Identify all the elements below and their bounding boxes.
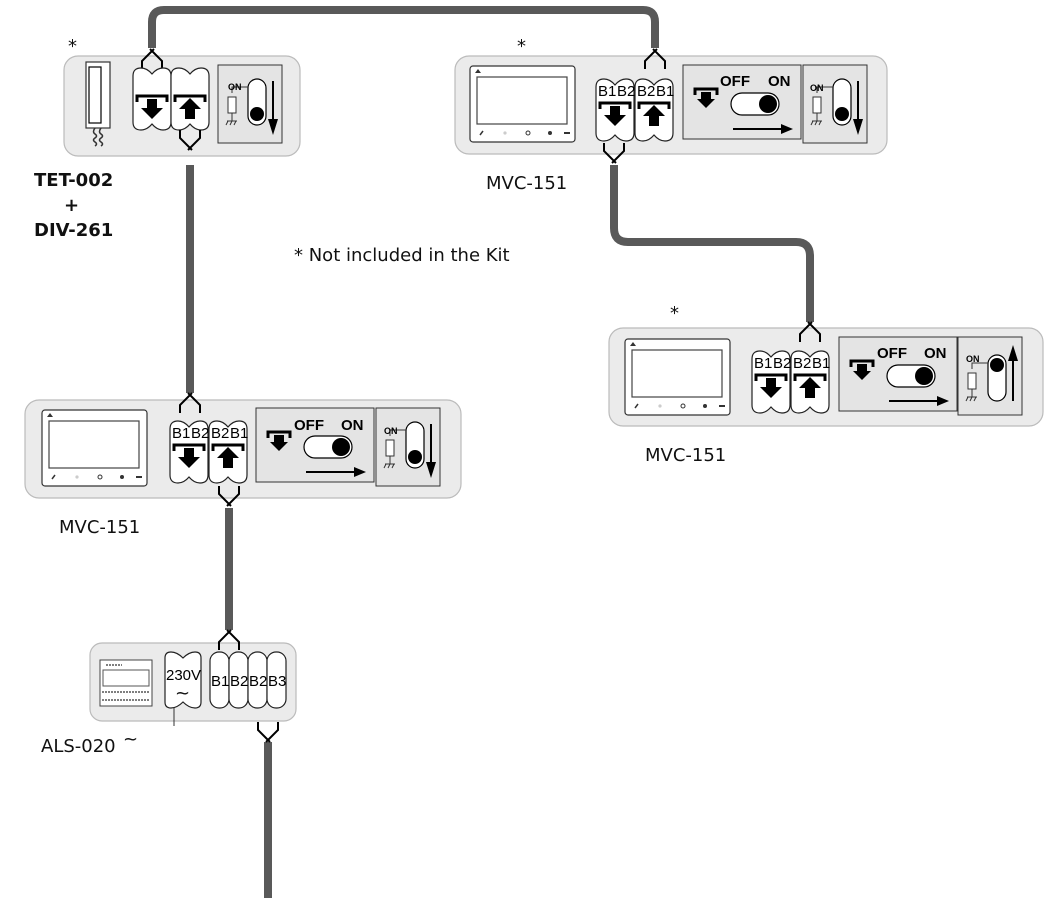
device-label-mvc-right: MVC-151 [645,445,726,466]
termination-switch [957,336,1023,416]
terminal-label: B2 [637,83,655,100]
device-label-plus: + [64,195,79,216]
terminal-label: B2 [617,83,635,100]
device-tet-002: * ON [63,36,301,157]
switch-off-label: OFF [294,417,324,434]
device-label-mvc-top: MVC-151 [486,173,567,194]
device-mvc-151-left: B1 B2 B2 B1 OFF ON ON [24,392,462,507]
terminal-label: B2 [249,673,267,690]
not-included-marker: * [670,303,679,324]
device-mvc-151-right: * B1 B2 B2 B1 OFF ON ON [608,303,1044,427]
switch-on-label: ON [341,417,364,434]
cables [148,6,814,898]
power-supply-icon [99,659,153,707]
device-label-mvc-left: MVC-151 [59,517,140,538]
termination-switch [375,407,441,487]
monitor-icon [624,338,731,416]
switch-on-label: ON [924,345,947,362]
power-terminal [164,651,202,709]
terminal-label: B1 [812,355,830,372]
terminal-label: B2 [793,355,811,372]
terminal-label: B2 [211,425,229,442]
termination-on-label: ON [966,354,980,364]
terminal-label: B3 [268,673,286,690]
power-label: 230V [166,667,201,684]
not-included-marker: * [68,36,77,57]
device-label-als: ALS-020 [41,736,116,757]
termination-on-label: ON [384,426,398,436]
monitor-icon [469,65,576,143]
switch-on-label: ON [768,73,791,90]
device-mvc-151-top: * B1 B2 B2 B1 OFF ON ON [454,36,888,164]
handset-icon [85,61,111,147]
terminal-label: B1 [211,673,229,690]
termination-on-label: ON [810,83,824,93]
terminal-label: B1 [656,83,674,100]
terminal-label: B1 [172,425,190,442]
monitor-icon [41,409,148,487]
switch-off-label: OFF [877,345,907,362]
device-als-020: 230V ~ B1 B2 B2 B3 [89,629,297,743]
ac-symbol: ~ [175,683,190,704]
terminal-label: B1 [754,355,772,372]
switch-off-label: OFF [720,73,750,90]
terminal-label: B1 [598,83,616,100]
not-included-note: * Not included in the Kit [294,245,510,266]
device-label-tet: TET-002 [34,170,113,191]
termination-switch [217,64,283,144]
device-label-div: DIV-261 [34,220,113,241]
termination-on-label: ON [228,82,242,92]
not-included-marker: * [517,36,526,57]
cable-mvc1-to-mvc2 [610,165,814,322]
terminal-label: B2 [191,425,209,442]
device-label-als-suffix: ~ [123,729,138,750]
cable-top-loop [148,6,659,48]
terminal-label: B1 [230,425,248,442]
termination-switch [802,64,868,144]
terminal-label: B2 [230,673,248,690]
terminal-label: B2 [773,355,791,372]
